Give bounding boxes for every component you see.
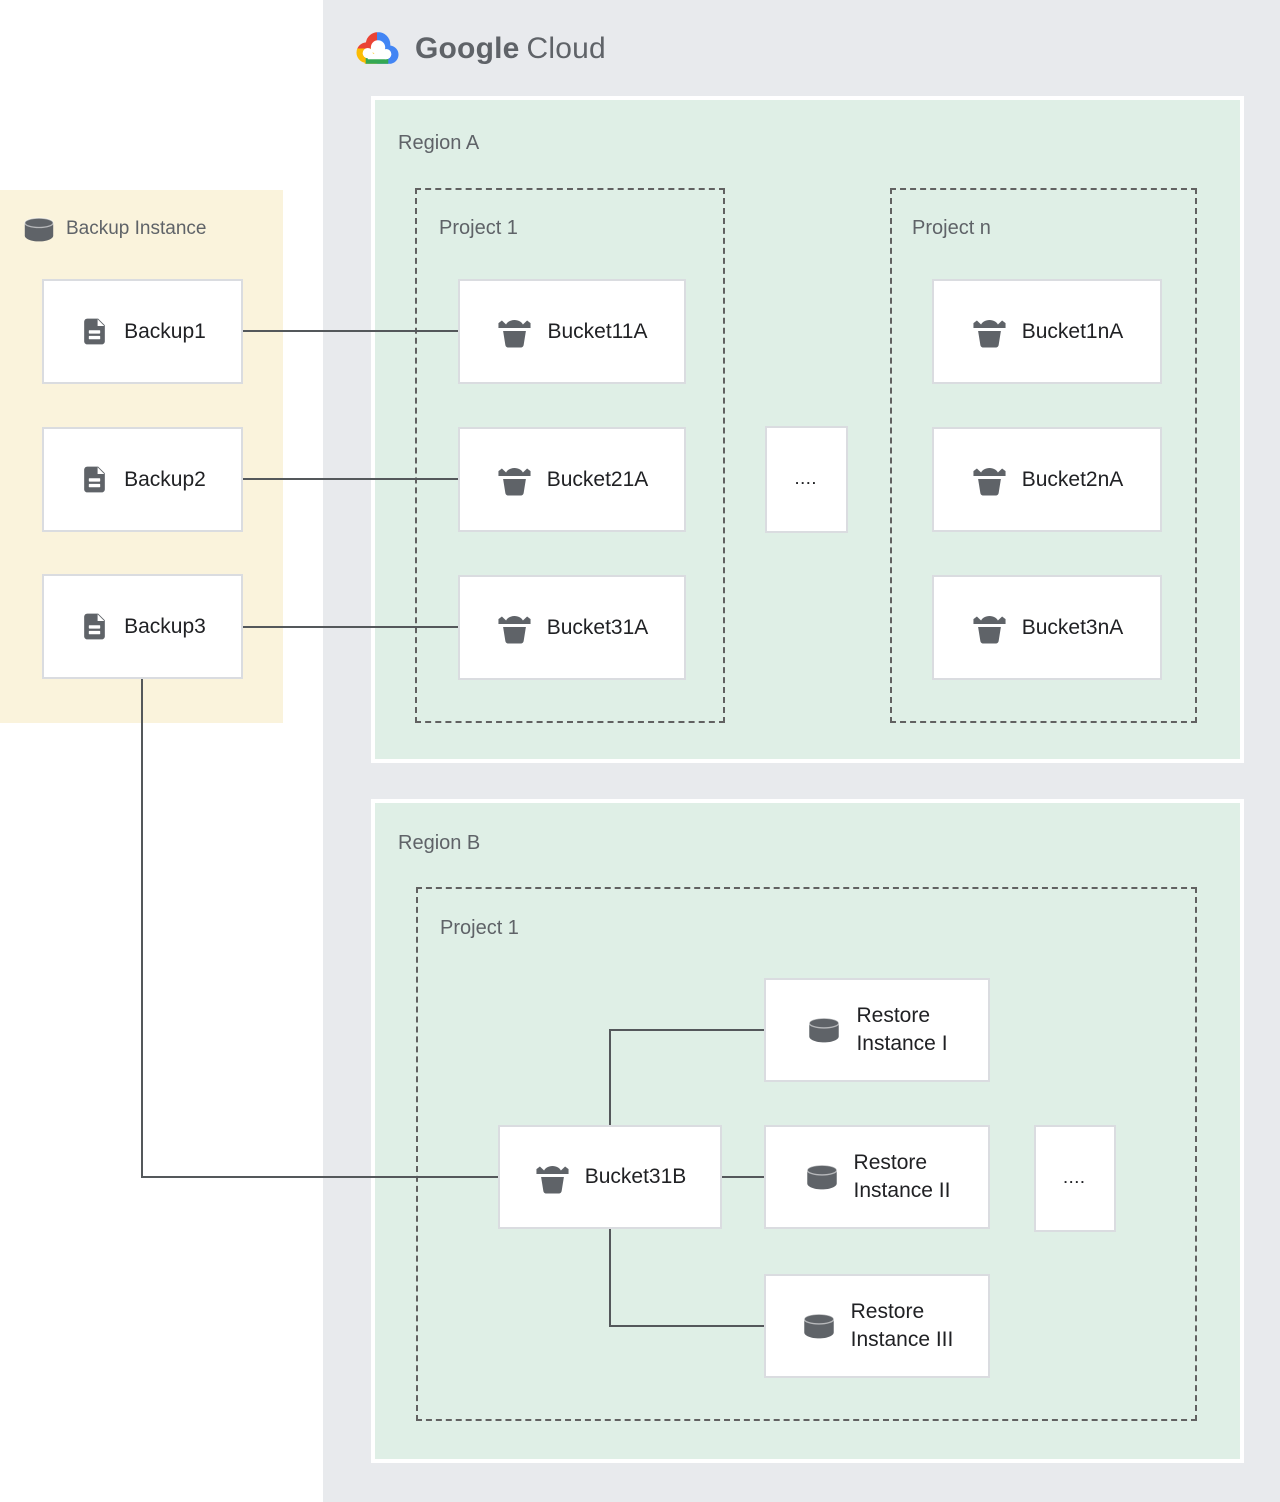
region-b-label: Region B <box>398 832 481 854</box>
bucket-icon <box>496 611 533 644</box>
backup3-node: Backup3 <box>42 574 243 679</box>
logo-product: Cloud <box>526 31 606 65</box>
region-b-project-1-label: Project 1 <box>440 917 519 939</box>
bucket2na-node: Bucket2nA <box>932 427 1162 532</box>
connector-backup1-bucket11a <box>243 330 458 332</box>
region-b-ellipsis-node: .... <box>1034 1125 1116 1232</box>
backup1-node: Backup1 <box>42 279 243 384</box>
restore-instance-3-node: Restore Instance III <box>764 1274 990 1378</box>
bucket-icon <box>534 1161 571 1194</box>
region-a-ellipsis-node: .... <box>765 426 848 533</box>
bucket-icon <box>971 611 1008 644</box>
bucket3na-node: Bucket3nA <box>932 575 1162 680</box>
connector-backup3-down <box>141 679 143 1178</box>
bucket1na-node: Bucket1nA <box>932 279 1162 384</box>
region-b-ellipsis: .... <box>1063 1171 1087 1186</box>
connector-branch-up <box>609 1029 611 1125</box>
bucket21a-label: Bucket21A <box>546 467 649 491</box>
bucket11a-node: Bucket11A <box>458 279 686 384</box>
backup-instance-title: Backup Instance <box>66 218 207 239</box>
bucket-icon <box>496 315 533 348</box>
google-cloud-icon <box>356 32 399 64</box>
connector-restore1-h <box>609 1029 764 1031</box>
region-b-project-1 <box>416 887 1197 1421</box>
database-icon <box>20 216 58 243</box>
bucket-icon <box>971 315 1008 348</box>
connector-backup3-bucket31b <box>141 1176 498 1178</box>
region-a-ellipsis: .... <box>795 472 818 487</box>
region-a-project-n <box>890 188 1197 723</box>
bucket-icon <box>496 463 533 496</box>
file-icon <box>79 463 110 496</box>
bucket11a-label: Bucket11A <box>547 319 648 343</box>
bucket31a-node: Bucket31A <box>458 575 686 680</box>
bucket31b-node: Bucket31B <box>498 1125 722 1229</box>
region-a-project-n-label: Project n <box>912 217 991 239</box>
database-icon <box>806 1016 842 1044</box>
restore-instance-2-node: Restore Instance II <box>764 1125 990 1229</box>
logo-brand: Google <box>415 31 520 65</box>
file-icon <box>79 315 110 348</box>
database-icon <box>804 1163 840 1191</box>
region-a-project-1-label: Project 1 <box>439 217 518 239</box>
region-a-project-1 <box>415 188 725 723</box>
restore-instance-3-label: Restore Instance III <box>850 1299 954 1351</box>
connector-restore3-h <box>609 1325 764 1327</box>
file-icon <box>79 610 110 643</box>
connector-bucket31b-restore2 <box>722 1176 764 1178</box>
connector-branch-down <box>609 1229 611 1327</box>
backup1-label: Backup1 <box>124 319 206 343</box>
bucket21a-node: Bucket21A <box>458 427 686 532</box>
backup2-label: Backup2 <box>124 467 206 491</box>
restore-instance-1-node: Restore Instance I <box>764 978 990 1082</box>
bucket3na-label: Bucket3nA <box>1021 615 1124 639</box>
connector-backup2-bucket21a <box>243 478 458 480</box>
restore-instance-2-label: Restore Instance II <box>853 1150 951 1202</box>
backup3-label: Backup3 <box>124 614 206 638</box>
database-icon <box>801 1312 837 1340</box>
bucket2na-label: Bucket2nA <box>1021 467 1124 491</box>
bucket1na-label: Bucket1nA <box>1021 319 1124 343</box>
backup2-node: Backup2 <box>42 427 243 532</box>
region-a-label: Region A <box>398 132 480 154</box>
bucket31b-label: Bucket31B <box>584 1165 687 1188</box>
bucket31a-label: Bucket31A <box>546 615 649 639</box>
restore-instance-1-label: Restore Instance I <box>856 1003 948 1055</box>
bucket-icon <box>971 463 1008 496</box>
connector-backup3-bucket31a <box>243 626 458 628</box>
